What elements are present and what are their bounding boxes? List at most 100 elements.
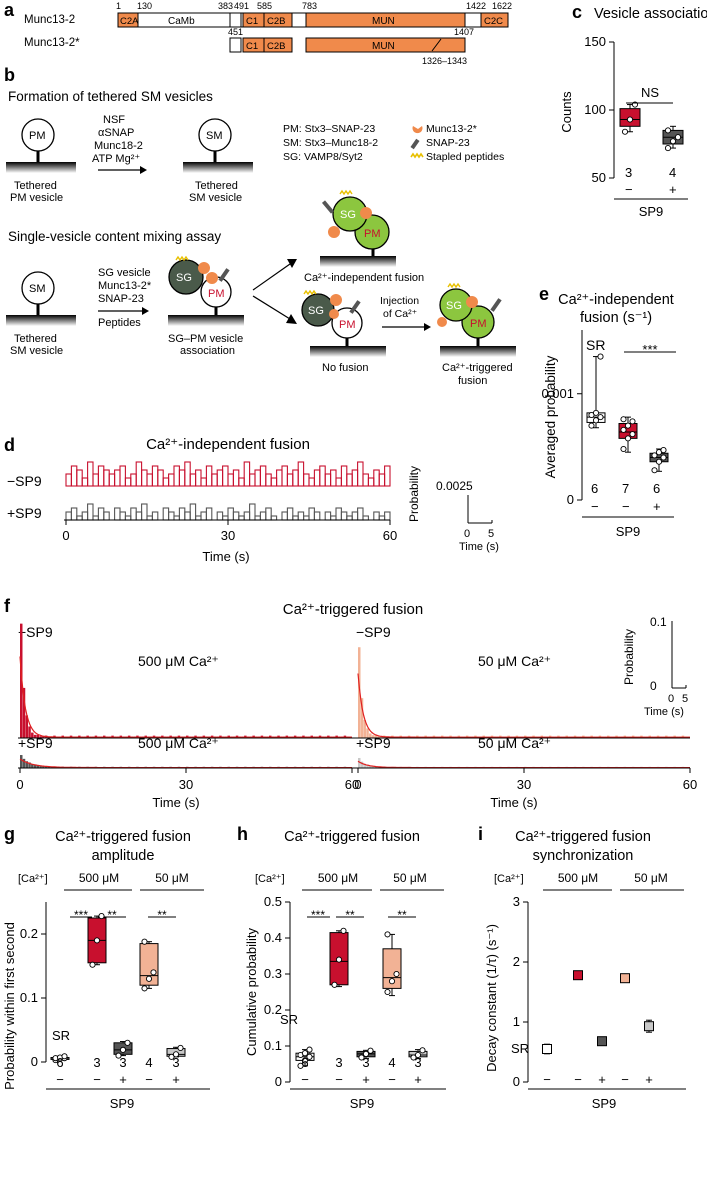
data-point: [592, 417, 600, 424]
f-scale-x5: 5: [682, 693, 688, 705]
snap23-icon-1: [218, 268, 230, 282]
d-row-1: −SP9: [7, 473, 42, 489]
histogram-bar: [232, 469, 240, 487]
histogram-bar: [292, 515, 299, 521]
pm-label-4: PM: [339, 319, 356, 331]
data-point: [651, 452, 658, 459]
data-point: [145, 975, 153, 982]
legend-munc13: Munc13-2*: [426, 123, 477, 135]
c-n-2: 4: [669, 165, 676, 180]
panel-label-g: g: [4, 824, 15, 844]
histogram-bar: [324, 473, 332, 487]
histogram-bar: [276, 469, 283, 487]
assoc-1: SG–PM vesicle: [168, 333, 243, 345]
histogram-bar: [92, 515, 99, 521]
data-point: [410, 1054, 417, 1061]
panel-b-schematic: Formation of tethered SM vesicles PM Tet…: [6, 89, 516, 387]
step2-peptides: Peptides: [98, 317, 141, 329]
histogram-bar: [200, 477, 207, 487]
data-point: [664, 145, 672, 152]
histogram-bar: [335, 507, 342, 521]
histogram-bar: [108, 473, 116, 487]
histogram-bar: [363, 763, 367, 768]
ytick-label: 0.1: [20, 990, 38, 1005]
injection-2: of Ca²⁺: [383, 308, 418, 320]
histogram-bar: [70, 507, 78, 521]
data-point: [115, 1052, 122, 1059]
histogram-bar: [340, 511, 348, 521]
xtick-label: 60: [383, 528, 397, 543]
histogram-bar: [362, 473, 369, 487]
domain-c2a: [117, 12, 139, 28]
histogram-bar: [151, 511, 159, 521]
data-point: [367, 1047, 374, 1054]
histogram-bar: [97, 507, 105, 521]
data-point: [384, 988, 391, 996]
legend-pm: PM: Stx3–SNAP-23: [283, 123, 375, 135]
protein2-linker: [229, 37, 242, 53]
histogram-bar: [360, 761, 364, 768]
data-point: [592, 409, 600, 416]
histogram-bar: [65, 473, 72, 487]
data-point: [624, 435, 632, 442]
sign-label: −: [574, 1072, 582, 1087]
histogram-bar: [39, 766, 42, 768]
h-xgroup: SP9: [350, 1096, 375, 1111]
sg-label-2: SG: [340, 209, 356, 221]
histogram-bar: [216, 511, 224, 521]
domain-c2c-label: C2C: [484, 16, 503, 27]
histogram-bar: [87, 461, 94, 487]
ytick-label: 0: [513, 1074, 520, 1089]
histogram-bar: [130, 473, 137, 487]
histogram-bar: [20, 623, 23, 738]
histogram-bar: [173, 515, 180, 521]
histogram-bar: [243, 511, 251, 521]
domain-mun: [305, 12, 466, 28]
histogram-bar: [200, 511, 207, 521]
indep-label: Ca²⁺-independent fusion: [304, 272, 424, 284]
sign-label: +: [414, 1072, 422, 1087]
i-title-2: synchronization: [533, 848, 634, 864]
data-point: [301, 1057, 309, 1064]
histogram-bar: [205, 507, 213, 521]
f-bl-ca: 500 μM Ca²⁺: [138, 735, 219, 751]
histogram-bar: [28, 726, 31, 738]
histogram-bar: [195, 469, 202, 487]
xtick-label: 0: [354, 777, 361, 792]
histogram-bar: [259, 465, 267, 487]
f-xlabel-2: Time (s): [490, 795, 537, 810]
pm-vesicle-1: [21, 118, 55, 152]
histogram-bar: [377, 766, 380, 768]
histogram-bar: [44, 766, 48, 768]
histogram-bar: [238, 477, 245, 487]
n-label: 6: [56, 1055, 63, 1070]
histogram-bar: [357, 507, 364, 521]
panel-f-ca-triggered-fusion: Ca²⁺-triggered fusion −SP9 500 μM Ca²⁺ −…: [16, 601, 697, 810]
panel-label-d: d: [4, 435, 15, 455]
f-tr-row: −SP9: [356, 624, 391, 640]
histogram-bar: [124, 515, 132, 521]
n-label: 3: [414, 1055, 421, 1070]
legend-sg: SG: VAMP8/Syt2: [283, 151, 363, 163]
data-point: [419, 1047, 426, 1054]
step1-nsf: NSF: [103, 114, 125, 126]
histogram-bar: [33, 765, 37, 768]
i-ca-label: [Ca²⁺]: [494, 873, 524, 885]
sign-label: +: [119, 1072, 127, 1087]
data-point: [150, 969, 157, 976]
tethered-sm-1: Tethered: [195, 180, 238, 192]
histogram-bar: [36, 734, 40, 738]
sign-label: −: [543, 1072, 551, 1087]
ytick-label: 2: [513, 954, 520, 969]
histogram-bar: [363, 719, 367, 738]
histogram-bar: [47, 766, 51, 768]
xtick-label: 60: [345, 777, 359, 792]
domain-c1-label: C1: [246, 16, 258, 27]
histogram-bar: [81, 477, 89, 487]
ytick-label: 100: [584, 102, 606, 117]
data-point: [362, 1050, 370, 1057]
histogram-bar: [366, 728, 369, 738]
d-row-2: +SP9: [7, 505, 42, 521]
